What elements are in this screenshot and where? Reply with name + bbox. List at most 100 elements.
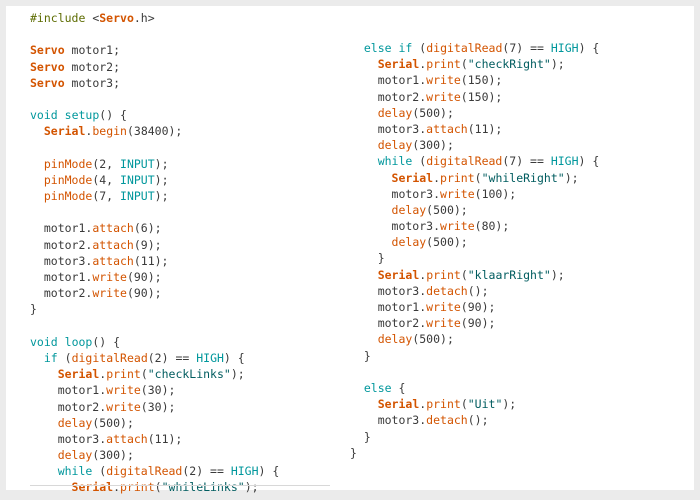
code-text — [30, 416, 58, 430]
code-line: motor1.attach(6); — [30, 220, 279, 236]
code-line: motor3.attach(11); — [30, 253, 279, 269]
code-line: motor1.write(90); — [350, 299, 599, 315]
code-text: ); — [154, 156, 169, 171]
code-text: ( — [460, 57, 468, 72]
code-text: ( — [57, 350, 72, 365]
code-text: (90); — [460, 300, 496, 314]
code-text — [350, 106, 378, 120]
code-text: motor2. — [350, 89, 427, 104]
code-text: motor3; — [64, 75, 121, 90]
keyword-token: INPUT — [120, 172, 155, 187]
code-text: (300); — [92, 448, 134, 463]
code-text: ); — [154, 189, 169, 204]
code-text: ( — [460, 267, 468, 282]
code-line: motor3.detach(); — [350, 283, 599, 299]
keyword-token: INPUT — [120, 156, 155, 171]
code-text: (11); — [467, 121, 503, 136]
code-text: (90); — [126, 270, 162, 284]
code-line: Servo motor3; — [30, 75, 279, 91]
code-text: (500); — [92, 415, 134, 430]
code-text: motor1. — [350, 300, 427, 314]
keyword-token: INPUT — [120, 189, 155, 204]
code-line: motor2.attach(9); — [30, 237, 279, 253]
function-token: delay — [377, 332, 413, 347]
function-token: delay — [391, 202, 427, 217]
function-token: write — [106, 399, 141, 414]
code-text: (500); — [426, 202, 468, 217]
code-text: } — [350, 429, 371, 444]
function-token: digitalRead — [426, 41, 503, 55]
code-line: } — [350, 348, 599, 364]
code-text: . — [99, 367, 107, 382]
function-token: delay — [377, 105, 413, 120]
code-text: (90); — [460, 316, 496, 331]
function-token: print — [426, 397, 461, 412]
code-line: motor2.write(90); — [30, 285, 279, 301]
function-token: write — [426, 300, 461, 314]
function-token: digitalRead — [426, 154, 503, 169]
code-line: motor2.write(90); — [350, 315, 599, 331]
code-text: (500); — [412, 332, 454, 347]
function-token: delay — [391, 235, 427, 250]
code-text: ( — [412, 154, 427, 169]
code-column-right: else if (digitalRead(7) == HIGH) { Seria… — [350, 40, 599, 461]
code-text: ) { — [578, 41, 600, 55]
function-token: attach — [426, 121, 468, 136]
code-text: (150); — [460, 73, 503, 88]
function-token: begin — [92, 124, 127, 139]
code-text: motor3. — [350, 186, 441, 201]
code-line: } — [350, 250, 599, 266]
function-token: attach — [92, 253, 134, 268]
code-text: } — [350, 445, 357, 460]
function-token: digitalRead — [106, 464, 183, 479]
code-text: (4, — [92, 172, 121, 187]
directive-token: #include — [30, 11, 86, 25]
code-text — [30, 189, 44, 203]
code-text: motor1. — [350, 73, 427, 88]
code-page — [6, 6, 694, 490]
code-line: Serial.print("Uit"); — [350, 396, 599, 412]
code-text: ); — [550, 267, 565, 282]
code-text — [350, 381, 364, 395]
code-line: motor1.write(150); — [350, 72, 599, 88]
type-token: Serial — [377, 397, 420, 412]
code-text — [350, 332, 378, 346]
code-line: while (digitalRead(7) == HIGH) { — [350, 153, 600, 169]
code-text: (); — [467, 283, 489, 298]
code-text: motor3. — [30, 253, 93, 268]
keyword-token: loop — [64, 334, 93, 349]
code-line: #include <Servo.h> — [30, 10, 279, 26]
function-token: print — [106, 367, 141, 382]
function-token: print — [440, 170, 475, 185]
code-line — [30, 140, 279, 156]
code-text: (500); — [426, 235, 468, 250]
code-line: pinMode(2, INPUT); — [30, 156, 279, 172]
code-text: (); — [467, 413, 489, 428]
code-text — [350, 154, 378, 168]
type-token: Servo — [30, 43, 65, 58]
code-text — [30, 448, 58, 462]
code-line: pinMode(7, INPUT); — [30, 188, 279, 204]
function-token: print — [426, 267, 461, 282]
code-text: (38400); — [126, 124, 183, 139]
code-text: (9); — [133, 237, 162, 252]
type-token: Serial — [57, 367, 100, 382]
string-token: "whileLinks" — [161, 480, 245, 495]
code-line: Serial.print("whileLinks"); — [30, 479, 279, 495]
string-token: "whileRight" — [481, 170, 565, 185]
code-text: motor2. — [30, 237, 93, 252]
code-line: Serial.print("checkLinks"); — [30, 366, 279, 382]
code-text: ); — [564, 170, 579, 185]
code-text: (300); — [412, 138, 454, 153]
code-text — [30, 124, 44, 138]
code-text — [30, 351, 44, 365]
keyword-token: setup — [64, 108, 100, 123]
function-token: detach — [426, 283, 468, 298]
code-text: ( — [92, 464, 107, 479]
code-line: motor2.write(150); — [350, 89, 599, 105]
code-text: ( — [460, 397, 468, 412]
function-token: write — [426, 316, 461, 331]
code-text: motor1. — [30, 383, 107, 398]
function-token: digitalRead — [71, 350, 148, 365]
code-text: . — [419, 57, 427, 72]
